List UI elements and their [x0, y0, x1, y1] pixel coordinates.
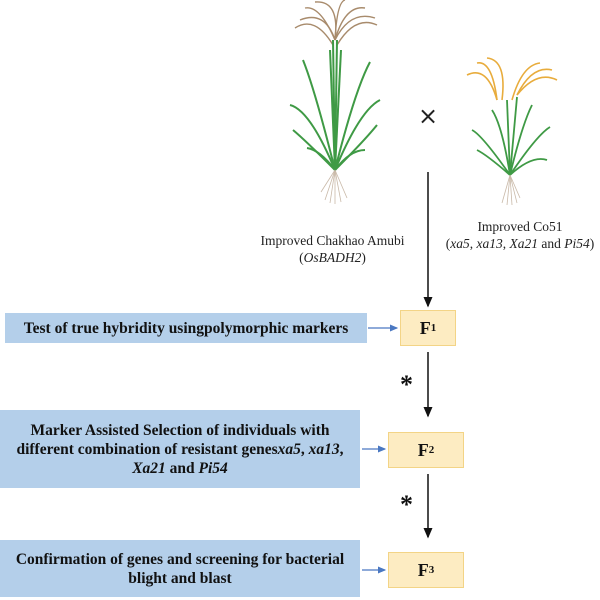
- gene-name: Pi54: [198, 459, 228, 477]
- gene-name: xa5: [450, 236, 470, 251]
- roots: [501, 174, 521, 205]
- step-text: Test of true hybridity usingpolymorphic …: [23, 319, 349, 337]
- parent-label-chakhao-amubi: Improved Chakhao Amubi (OsBADH2): [245, 232, 420, 266]
- selfing-symbol: *: [400, 490, 413, 519]
- selfing-symbol: *: [400, 370, 413, 399]
- step-text: Confirmation of genes and screening for …: [15, 550, 345, 587]
- panicle: [294, 0, 378, 46]
- gene-name: Xa21: [132, 459, 166, 477]
- gene-name: Pi54: [564, 236, 590, 251]
- step-box-marker-assisted-selection: Marker Assisted Selection of individuals…: [0, 410, 360, 488]
- leaves: [289, 39, 381, 171]
- parent-label-co51: Improved Co51 (xa5, xa13, Xa21 and Pi54): [440, 218, 600, 252]
- gene-name: xa13: [476, 236, 503, 251]
- cross-symbol: ×: [418, 102, 439, 130]
- step-box-confirmation-screening: Confirmation of genes and screening for …: [0, 540, 360, 597]
- parent-name: Improved Chakhao Amubi: [260, 233, 405, 248]
- parent-name: Improved Co51: [477, 219, 563, 234]
- gene-name: Xa21: [509, 236, 539, 251]
- leaves: [471, 96, 551, 176]
- gene-name: OsBADH2: [303, 250, 362, 265]
- panicle: [466, 57, 558, 101]
- gene-name: xa13: [308, 440, 340, 458]
- rice-plant-co51: [466, 57, 558, 205]
- step-text: Marker Assisted Selection of individuals…: [16, 421, 344, 477]
- step-box-hybridity-test: Test of true hybridity usingpolymorphic …: [5, 313, 367, 343]
- rice-plant-chakhao-amubi: [289, 0, 381, 204]
- gene-name: xa5: [277, 440, 301, 458]
- roots: [320, 169, 348, 204]
